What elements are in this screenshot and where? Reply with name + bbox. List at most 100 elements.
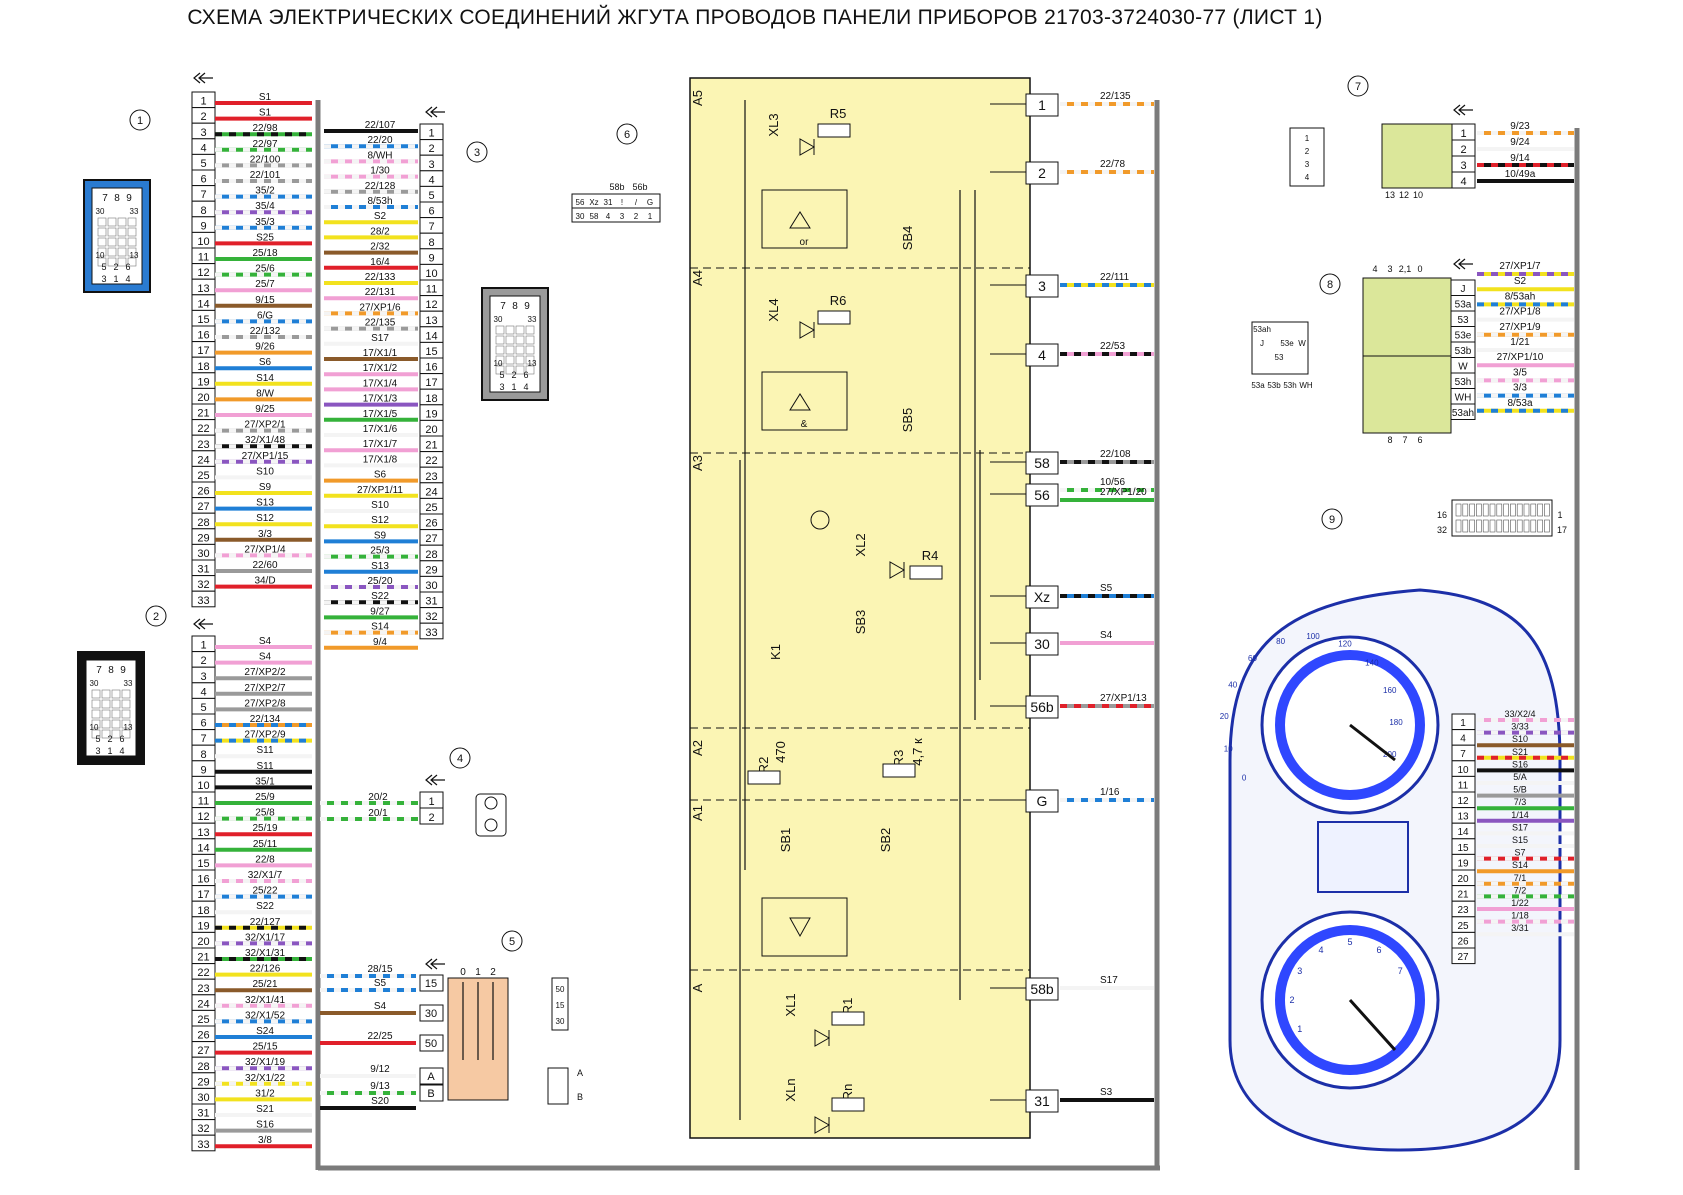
panel-output-wire-label: 1/16 — [1100, 787, 1120, 798]
connector-1-wire-label: 22/98 — [252, 123, 277, 134]
connector-1-face-pin-label: 5 — [101, 262, 106, 272]
connector-3-face-cavity — [515, 345, 525, 355]
panel-body — [689, 77, 1031, 1139]
connector-8-face-pin: 53ah — [1253, 325, 1271, 334]
connector-2-wire-label: 32/X1/31 — [245, 948, 285, 959]
connector-3-pin-number: 9 — [428, 252, 434, 264]
connector-1-pin-number: 29 — [197, 532, 209, 544]
component-label: R4 — [922, 548, 939, 563]
connector-5-wire-label: 9/13 — [370, 1081, 390, 1092]
component-label: 4,7 к — [910, 738, 925, 766]
connector-3-pin-number: 28 — [425, 549, 437, 561]
connector-3-face-cavity — [515, 325, 525, 335]
connector-2-wire-label: 32/X1/41 — [245, 995, 285, 1006]
connector-3-pin-number: 2 — [428, 143, 434, 155]
connector-2-face-cavity — [101, 719, 111, 729]
panel-pin-number: 1 — [1038, 97, 1046, 113]
connector-1-pin-number: 26 — [197, 486, 209, 498]
panel-pin-number: Xz — [1034, 589, 1050, 605]
connector-5-face-pin: A — [577, 1068, 583, 1078]
connector-4-arrow-icon — [425, 774, 445, 786]
connector-8-pin-number: 53a — [1455, 300, 1472, 311]
connector-3-wire-label: 17/X1/1 — [363, 348, 398, 359]
connector-1-wire-label: 35/4 — [255, 201, 275, 212]
connector-2-pin-number: 8 — [200, 749, 206, 761]
connector-3-pin-number: 4 — [428, 174, 434, 186]
connector-2-face-pin-label: 13 — [124, 723, 133, 732]
connector-3-wire-label: S13 — [371, 561, 389, 572]
connector-7-face-pin: 1 — [1305, 134, 1310, 143]
connector-3-face-pin-label: 4 — [523, 382, 528, 392]
connector-3-pin-number: 6 — [428, 206, 434, 218]
panel-pin-box — [1025, 93, 1059, 117]
connector-4-body — [475, 793, 507, 837]
connector-3-pin-number: 18 — [425, 393, 437, 405]
cluster-pin-number: 26 — [1457, 936, 1469, 947]
component-label: R2 — [756, 757, 771, 774]
tachometer-tick-label: 2 — [1289, 995, 1294, 1005]
connector-5-face-pin: 15 — [556, 1001, 565, 1010]
component-label: SB4 — [900, 226, 915, 251]
connector-3-face-cavity — [515, 335, 525, 345]
callout-circle — [1347, 75, 1369, 97]
connector-7-bottom-label: 10 — [1413, 190, 1423, 200]
connector-9-cavity — [1544, 519, 1550, 533]
connector-2-wire-label: 27/XP2/2 — [244, 667, 286, 678]
connector-2-wire-label: S4 — [259, 636, 272, 647]
connector-5-wire-label: 28/15 — [367, 964, 392, 975]
connector-6-pin: 2 — [634, 212, 639, 221]
connector-5-pin-box — [419, 1004, 444, 1022]
connector-1-wire-label: 8/W — [256, 388, 274, 399]
connector-2-face-cavity — [111, 719, 121, 729]
callout-number: 8 — [1327, 279, 1333, 291]
cluster-pin-number: 20 — [1457, 874, 1469, 885]
connector-2-face-pin-label: 6 — [119, 734, 124, 744]
connector-8-top-label: 2,1 — [1399, 264, 1412, 274]
connector-3-face-cavity — [495, 345, 505, 355]
connector-1-wire-label: 9/26 — [255, 342, 275, 353]
resistor-icon — [882, 763, 916, 778]
connector-1-face-pin-label: 2 — [113, 262, 118, 272]
connector-2-face-cavity — [101, 689, 111, 699]
connector-3-face-cavity — [495, 355, 505, 365]
connector-3-pin-number: 17 — [425, 377, 437, 389]
connector-1-wire-label: 9/25 — [255, 404, 275, 415]
connector-1-face-cavity — [127, 217, 137, 227]
connector-3-pin-number: 21 — [425, 440, 437, 452]
panel-output-wire-label: 22/111 — [1100, 272, 1130, 283]
connector-7-face-pin: 4 — [1305, 173, 1310, 182]
connector-3-face-cavity — [495, 365, 505, 375]
connector-3-wire-label: 9/4 — [373, 637, 387, 648]
connector-3-wire-label: 17/X1/3 — [363, 394, 398, 405]
cluster-wire-label: 5/B — [1513, 785, 1527, 795]
cluster-wire-label: S14 — [1512, 860, 1528, 870]
connector-8-pin-number: 53b — [1455, 346, 1472, 357]
connector-2-wire-label: 35/1 — [255, 776, 275, 787]
connector-7-wire-label: 9/14 — [1510, 153, 1530, 164]
logic-gate-label: & — [801, 419, 808, 430]
panel-section-label: A — [690, 983, 705, 992]
component-label: SB1 — [778, 828, 793, 853]
connector-3-wire-label: 17/X1/4 — [363, 378, 398, 389]
connector-9-cavity — [1476, 519, 1482, 533]
connector-1-pin-number: 13 — [197, 283, 209, 295]
cluster-pin-number: 7 — [1460, 749, 1466, 760]
connector-4-socket-icon — [484, 796, 498, 810]
connector-9-cavity — [1489, 503, 1496, 517]
connector-3-pin-number: 1 — [428, 128, 434, 140]
connector-9-cavity — [1523, 519, 1530, 533]
connector-8-pin-number: J — [1461, 284, 1466, 295]
connector-8-face-pin: WH — [1299, 381, 1313, 390]
connector-8-pin-number: 53h — [1455, 377, 1472, 388]
resistor-icon — [747, 770, 781, 785]
speedometer-tick-label: 180 — [1389, 718, 1403, 727]
connector-1-wire-label: 35/2 — [255, 186, 275, 197]
connector-5-face-pin: 50 — [556, 985, 565, 994]
connector-2-wire-label: 25/8 — [255, 808, 275, 819]
panel-section-label: A5 — [690, 90, 705, 106]
connector-8-pin-number: 53e — [1455, 331, 1472, 342]
connector-1-pin-number: 27 — [197, 501, 209, 513]
